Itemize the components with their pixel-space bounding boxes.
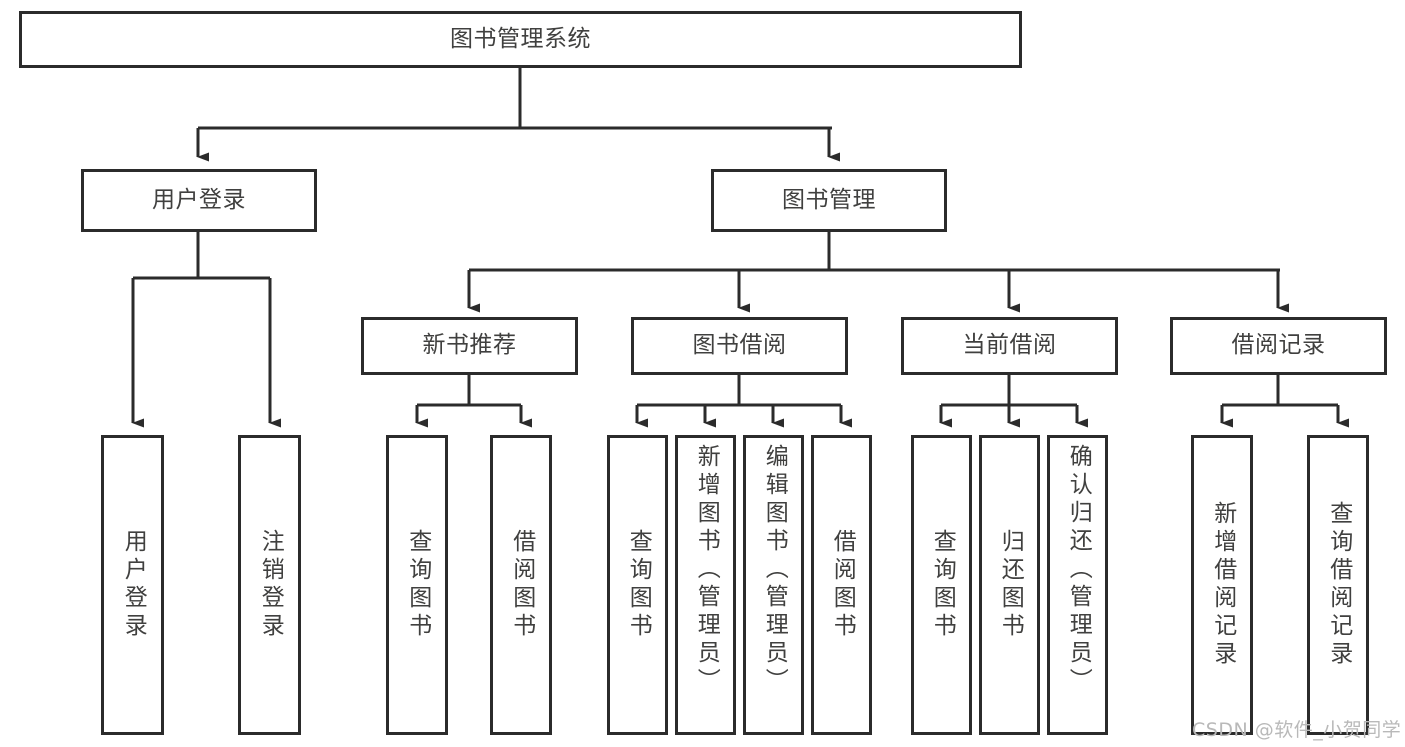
leaf-book-borrow-add[interactable]: 新增图书（管理员） xyxy=(675,435,736,735)
node-new-book-recommend[interactable]: 新书推荐 xyxy=(361,317,578,375)
leaf-borrow-record-query[interactable]: 查询借阅记录 xyxy=(1307,435,1369,735)
leaf-current-borrow-return-label: 归还图书 xyxy=(997,529,1024,641)
node-book-borrow[interactable]: 图书借阅 xyxy=(631,317,848,375)
leaf-user-login-signout-label: 注销登录 xyxy=(257,529,284,641)
node-user-login[interactable]: 用户登录 xyxy=(81,169,317,232)
leaf-borrow-record-add-label: 新增借阅记录 xyxy=(1209,501,1236,669)
leaf-book-borrow-add-label: 新增图书（管理员） xyxy=(693,444,720,696)
watermark: CSDN @软件_小贺同学 xyxy=(1192,719,1402,741)
leaf-book-borrow-lend[interactable]: 借阅图书 xyxy=(811,435,872,735)
leaf-new-book-query[interactable]: 查询图书 xyxy=(386,435,448,735)
leaf-book-borrow-query[interactable]: 查询图书 xyxy=(607,435,668,735)
node-book-management-label: 图书管理 xyxy=(782,186,876,213)
node-book-management[interactable]: 图书管理 xyxy=(711,169,947,232)
node-borrow-record-label: 借阅记录 xyxy=(1231,332,1326,359)
leaf-user-login-signin-label: 用户登录 xyxy=(120,529,147,641)
leaf-book-borrow-edit[interactable]: 编辑图书（管理员） xyxy=(743,435,804,735)
leaf-book-borrow-lend-label: 借阅图书 xyxy=(829,529,856,641)
leaf-user-login-signin[interactable]: 用户登录 xyxy=(101,435,164,735)
leaf-current-borrow-return[interactable]: 归还图书 xyxy=(979,435,1040,735)
node-borrow-record[interactable]: 借阅记录 xyxy=(1170,317,1387,375)
leaf-new-book-borrow-label: 借阅图书 xyxy=(508,529,535,641)
leaf-current-borrow-confirm[interactable]: 确认归还（管理员） xyxy=(1047,435,1108,735)
node-current-borrow[interactable]: 当前借阅 xyxy=(901,317,1118,375)
leaf-borrow-record-add[interactable]: 新增借阅记录 xyxy=(1191,435,1253,735)
leaf-new-book-borrow[interactable]: 借阅图书 xyxy=(490,435,552,735)
node-book-borrow-label: 图书借阅 xyxy=(692,332,787,359)
leaf-current-borrow-confirm-label: 确认归还（管理员） xyxy=(1065,444,1092,696)
node-root-label: 图书管理系统 xyxy=(450,25,591,52)
leaf-new-book-query-label: 查询图书 xyxy=(404,529,431,641)
leaf-book-borrow-query-label: 查询图书 xyxy=(625,529,652,641)
node-root[interactable]: 图书管理系统 xyxy=(19,11,1022,68)
node-new-book-recommend-label: 新书推荐 xyxy=(422,332,517,359)
leaf-current-borrow-query-label: 查询图书 xyxy=(929,529,956,641)
leaf-book-borrow-edit-label: 编辑图书（管理员） xyxy=(761,444,788,696)
leaf-current-borrow-query[interactable]: 查询图书 xyxy=(911,435,972,735)
node-user-login-label: 用户登录 xyxy=(152,186,246,213)
node-current-borrow-label: 当前借阅 xyxy=(962,332,1057,359)
leaf-borrow-record-query-label: 查询借阅记录 xyxy=(1325,501,1352,669)
leaf-user-login-signout[interactable]: 注销登录 xyxy=(238,435,301,735)
